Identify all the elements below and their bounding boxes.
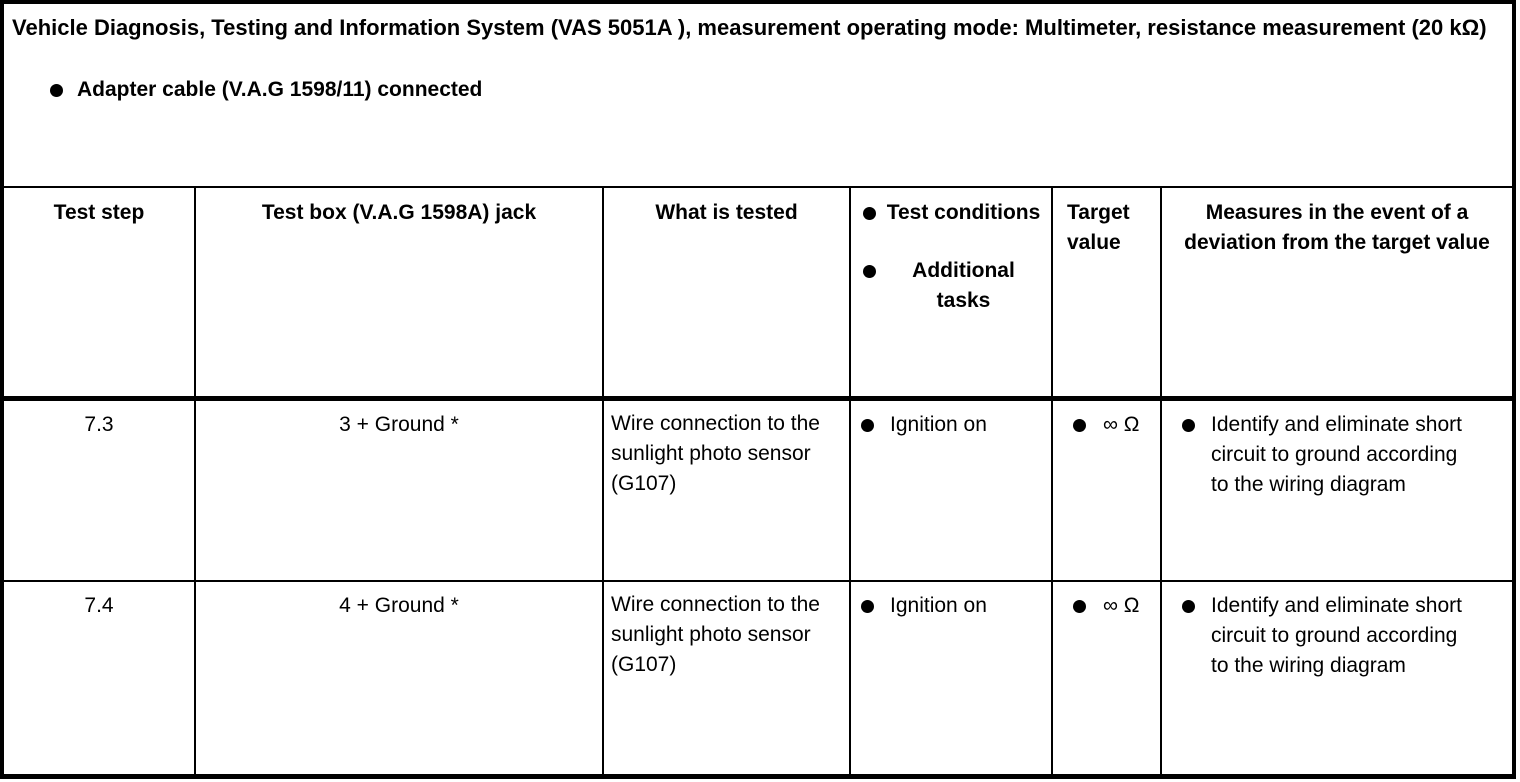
bullet-icon [1182, 600, 1195, 613]
measure-item: Identify and eliminate short circuit to … [1162, 410, 1512, 500]
col-header-conditions: Test conditions Additional tasks [849, 186, 1052, 401]
cell-test-step: 7.3 [4, 398, 195, 582]
bullet-icon [1182, 418, 1195, 432]
bullet-icon [861, 600, 874, 613]
table-row: 7.4 4 + Ground * Wire connection to the … [4, 581, 1512, 774]
bullet-icon [1073, 418, 1086, 432]
adapter-note: Adapter cable (V.A.G 1598/11) connected [12, 75, 1502, 105]
col-header-jack: Test box (V.A.G 1598A) jack [194, 186, 603, 401]
bullet-icon [50, 84, 63, 97]
cell-measures: Identify and eliminate short circuit to … [1160, 581, 1512, 774]
bullet-icon [1073, 600, 1086, 613]
measure-item: Identify and eliminate short circuit to … [1162, 591, 1512, 681]
cell-what-is-tested: Wire connection to the sunlight photo se… [602, 398, 850, 582]
target-value-item: ∞ Ω [1053, 410, 1160, 440]
cell-conditions: Ignition on [849, 581, 1052, 774]
table-header-row: Test step Test box (V.A.G 1598A) jack Wh… [4, 186, 1512, 401]
header-condition-item: Test conditions [851, 198, 1051, 228]
header-condition-item: Additional tasks [851, 256, 1051, 316]
cell-target-value: ∞ Ω [1051, 398, 1161, 582]
cell-conditions: Ignition on [849, 398, 1052, 582]
table-row: 7.3 3 + Ground * Wire connection to the … [4, 398, 1512, 582]
adapter-note-text: Adapter cable (V.A.G 1598/11) connected [77, 78, 483, 101]
bullet-icon [863, 207, 876, 220]
page-header: Vehicle Diagnosis, Testing and Informati… [4, 4, 1512, 186]
target-value-item: ∞ Ω [1053, 591, 1160, 621]
condition-item: Ignition on [851, 591, 1051, 621]
cell-jack: 3 + Ground * [194, 398, 603, 582]
condition-item: Ignition on [851, 410, 1051, 440]
cell-measures: Identify and eliminate short circuit to … [1160, 398, 1512, 582]
bullet-icon [863, 265, 876, 278]
page-title: Vehicle Diagnosis, Testing and Informati… [12, 15, 1487, 40]
col-header-target-value: Target value [1051, 186, 1161, 401]
col-header-test-step: Test step [4, 186, 195, 401]
cell-target-value: ∞ Ω [1051, 581, 1161, 774]
bullet-icon [861, 418, 874, 432]
col-header-measures: Measures in the event of a deviation fro… [1160, 186, 1512, 401]
col-header-what-is-tested: What is tested [602, 186, 850, 401]
cell-what-is-tested: Wire connection to the sunlight photo se… [602, 581, 850, 774]
cell-jack: 4 + Ground * [194, 581, 603, 774]
test-step-table: Test step Test box (V.A.G 1598A) jack Wh… [4, 186, 1512, 774]
cell-test-step: 7.4 [84, 594, 114, 617]
